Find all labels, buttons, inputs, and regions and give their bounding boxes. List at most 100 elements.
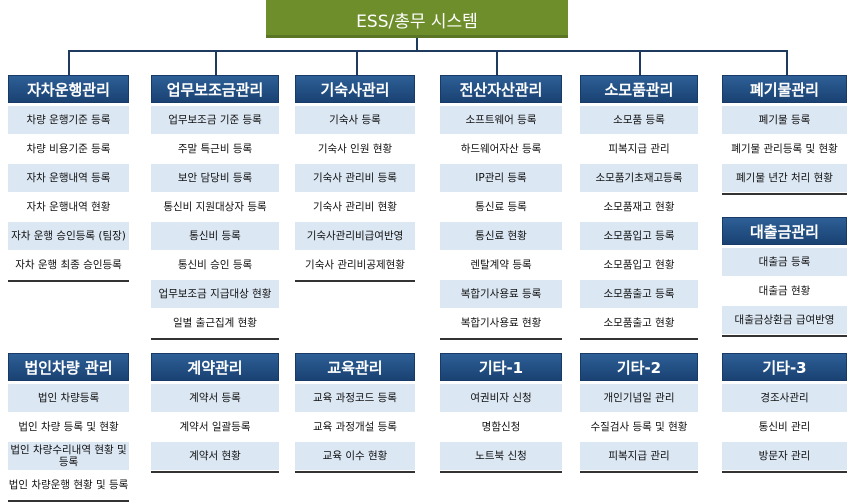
group-item[interactable]: 통신료 등록	[475, 201, 527, 213]
group-bottom-rule	[580, 338, 698, 340]
group-header: 교육관리	[295, 353, 415, 381]
group-item[interactable]: 방문자 관리	[722, 442, 847, 470]
drop-line-4	[496, 50, 498, 75]
group-header: 계약관리	[151, 353, 279, 381]
group-item[interactable]: IP관리 등록	[440, 164, 562, 192]
group-item[interactable]: 소모품출고 등록	[580, 280, 698, 308]
group-item[interactable]: 폐기물 년간 처리 현황	[722, 164, 847, 192]
group-item[interactable]: 기숙사 등록	[295, 106, 415, 134]
group-bottom-rule	[295, 471, 415, 473]
group-item[interactable]: 차량 비용기준 등록	[26, 143, 111, 155]
group-item[interactable]: 자차 운행내역 현황	[26, 201, 111, 213]
group-header: 업무보조금관리	[151, 75, 279, 103]
group-header: 전산자산관리	[440, 75, 562, 103]
group-item[interactable]: 통신비 지원대상자 등록	[163, 201, 267, 213]
group-item[interactable]: 소모품입고 현황	[603, 259, 675, 271]
group-item[interactable]: 차량 운행기준 등록	[8, 106, 129, 134]
group-item[interactable]: 계약서 현황	[151, 442, 279, 470]
group-item[interactable]: 소프트웨어 등록	[440, 106, 562, 134]
group-item[interactable]: 법인 차량운행 현황 및 등록	[8, 479, 129, 491]
group-item[interactable]: 교육 과정코드 등록	[295, 384, 415, 412]
group-item[interactable]: 소모품출고 현황	[603, 317, 675, 329]
group-item[interactable]: 법인 차량등록	[8, 384, 129, 412]
group-item[interactable]: 대출금 현황	[758, 285, 811, 297]
root-connector	[416, 38, 418, 51]
group-item[interactable]: 일별 출근집계 현황	[173, 317, 257, 329]
drop-line-2	[215, 50, 217, 75]
group-item[interactable]: 노트북 신청	[440, 442, 562, 470]
group-item[interactable]: 소모품 등록	[580, 106, 698, 134]
group-item[interactable]: 보안 담당비 등록	[151, 164, 279, 192]
group-bottom-rule	[440, 338, 562, 340]
group-header: 기타-2	[580, 353, 698, 381]
group-item[interactable]: 경조사관리	[722, 384, 847, 412]
group-item[interactable]: 계약서 일괄등록	[179, 421, 251, 433]
group-item[interactable]: 명함신청	[481, 421, 521, 433]
group-item[interactable]: 법인 차량 등록 및 현황	[18, 421, 119, 433]
group-header: 대출금관리	[722, 217, 847, 245]
root-title: ESS/총무 시스템	[266, 0, 568, 38]
group-item[interactable]: 자차 운행 최종 승인등록	[15, 259, 122, 271]
group-item[interactable]: 개인기념일 관리	[580, 384, 698, 412]
group-item[interactable]: 통신비 등록	[151, 222, 279, 250]
group-item[interactable]: 폐기물 관리등록 및 현황	[731, 143, 838, 155]
group-item[interactable]: 기숙사 인원 현황	[317, 143, 393, 155]
drop-line-1	[68, 50, 70, 75]
group-item[interactable]: 소모품입고 등록	[580, 222, 698, 250]
group-item[interactable]: 기숙사 관리비 등록	[295, 164, 415, 192]
group-item[interactable]: 여권비자 신청	[440, 384, 562, 412]
group-item[interactable]: 법인 차량수리내역 현황 및 등록	[8, 442, 129, 470]
top-bus-line	[68, 50, 787, 52]
group-bottom-rule	[8, 280, 129, 282]
group-item[interactable]: 렌탈계약 등록	[470, 259, 532, 271]
group-item[interactable]: 대출금상환금 급여반영	[722, 306, 847, 334]
group-item[interactable]: 통신료 현황	[440, 222, 562, 250]
group-item[interactable]: 기숙사 관리비공제현황	[305, 259, 405, 271]
group-bottom-rule	[722, 335, 847, 337]
group-bottom-rule	[151, 471, 279, 473]
group-item[interactable]: 통신비 관리	[758, 421, 811, 433]
drop-line-6	[786, 50, 788, 75]
group-item[interactable]: 교육 이수 현황	[295, 442, 415, 470]
group-item[interactable]: 자차 운행내역 등록	[8, 164, 129, 192]
group-item[interactable]: 복합기사용료 현황	[460, 317, 542, 329]
group-item[interactable]: 교육 과정개설 등록	[313, 421, 397, 433]
group-item[interactable]: 소모품재고 현황	[603, 201, 675, 213]
group-item[interactable]: 자차 운행 승인등록 (팀장)	[8, 222, 129, 250]
group-item[interactable]: 업무보조금 기준 등록	[151, 106, 279, 134]
group-item[interactable]: 수질검사 등록 및 현황	[590, 421, 688, 433]
group-item[interactable]: 복합기사용료 등록	[440, 280, 562, 308]
group-item[interactable]: 계약서 등록	[151, 384, 279, 412]
group-header: 소모품관리	[580, 75, 698, 103]
group-item[interactable]: 통신비 승인 등록	[177, 259, 253, 271]
group-bottom-rule	[440, 471, 562, 473]
group-bottom-rule	[295, 280, 415, 282]
group-header: 기타-1	[440, 353, 562, 381]
group-item[interactable]: 주말 특근비 등록	[177, 143, 253, 155]
group-item[interactable]: 기숙사 관리비 현황	[313, 201, 397, 213]
group-item[interactable]: 피복지급 관리	[608, 143, 670, 155]
drop-line-5	[639, 50, 641, 75]
group-bottom-rule	[722, 471, 847, 473]
group-item[interactable]: 기숙사관리비급여반영	[295, 222, 415, 250]
group-item[interactable]: 소모품기초재고등록	[580, 164, 698, 192]
group-item[interactable]: 폐기물 등록	[722, 106, 847, 134]
group-item[interactable]: 대출금 등록	[722, 248, 847, 276]
group-header: 법인차량 관리	[8, 353, 129, 381]
group-item[interactable]: 피복지급 관리	[580, 442, 698, 470]
group-item[interactable]: 하드웨어자산 등록	[460, 143, 542, 155]
group-item[interactable]: 업무보조금 지급대상 현황	[151, 280, 279, 308]
group-bottom-rule	[151, 338, 279, 340]
group-bottom-rule	[722, 193, 847, 195]
